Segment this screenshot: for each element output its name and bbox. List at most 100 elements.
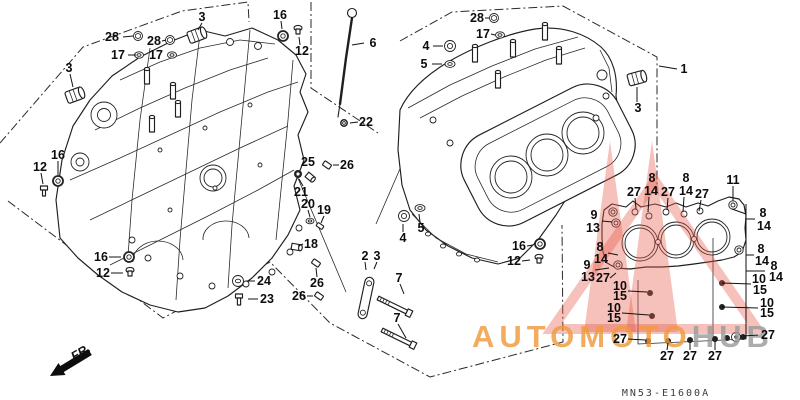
block-studs bbox=[471, 21, 563, 89]
callout-label-9: 9 bbox=[591, 208, 598, 222]
callout-label-26: 26 bbox=[292, 289, 306, 303]
leader-line bbox=[418, 213, 421, 223]
drain-washer-icon bbox=[232, 275, 244, 287]
o-ring-icon bbox=[123, 251, 135, 263]
callout-label-26: 26 bbox=[310, 276, 324, 290]
collar-icon bbox=[290, 242, 303, 252]
callout-label-15: 15 bbox=[613, 289, 627, 303]
callout-label-4: 4 bbox=[423, 39, 430, 53]
leader-line bbox=[609, 272, 617, 279]
cylinder-bores bbox=[489, 111, 605, 199]
plain-washer-icon bbox=[444, 60, 456, 68]
callout-label-27: 27 bbox=[708, 349, 722, 363]
leader-line bbox=[298, 36, 301, 46]
leader-line bbox=[658, 65, 678, 70]
mount-bushing-icon bbox=[64, 86, 86, 104]
leader-line bbox=[197, 22, 203, 31]
head-gasket-detail bbox=[601, 196, 747, 345]
callout-label-16: 16 bbox=[512, 239, 526, 253]
callout-label-12: 12 bbox=[96, 266, 110, 280]
callout-label-25: 25 bbox=[301, 155, 315, 169]
callout-label-10: 10 bbox=[607, 301, 621, 315]
callout-label-27: 27 bbox=[596, 271, 610, 285]
o-ring-icon bbox=[52, 175, 64, 187]
leader-line bbox=[601, 220, 613, 223]
rubber-grommet-icon bbox=[534, 253, 544, 264]
plain-washer-icon bbox=[414, 204, 426, 212]
callout-label-12: 12 bbox=[507, 254, 521, 268]
callout-label-11: 11 bbox=[726, 173, 739, 187]
callout-label-27: 27 bbox=[761, 328, 775, 342]
rubber-grommet-icon bbox=[39, 185, 49, 197]
leader-line bbox=[627, 338, 646, 341]
callout-label-23: 23 bbox=[260, 292, 274, 306]
callout-label-27: 27 bbox=[661, 185, 675, 199]
leader-line bbox=[69, 73, 74, 88]
leader-line bbox=[161, 39, 167, 42]
callout-label-13: 13 bbox=[586, 221, 600, 235]
leader-line bbox=[315, 267, 318, 278]
o-ring-icon bbox=[277, 30, 289, 42]
callout-label-28: 28 bbox=[105, 30, 119, 44]
callout-label-27: 27 bbox=[613, 332, 627, 346]
sealing-washer-icon bbox=[167, 51, 177, 59]
callout-label-8: 8 bbox=[760, 206, 767, 220]
callout-label-27: 27 bbox=[695, 187, 709, 201]
flange-bolt-icon bbox=[489, 13, 499, 23]
callout-label-12: 12 bbox=[295, 44, 309, 58]
leader-line bbox=[647, 196, 650, 213]
leader-line bbox=[682, 196, 685, 213]
leader-line bbox=[297, 243, 304, 247]
leader-line bbox=[307, 209, 311, 218]
callout-label-3: 3 bbox=[374, 249, 381, 263]
leader-line bbox=[607, 252, 619, 256]
leader-line bbox=[521, 259, 531, 262]
callout-label-26: 26 bbox=[340, 158, 354, 172]
callout-label-17: 17 bbox=[149, 48, 163, 62]
callout-label-16: 16 bbox=[273, 8, 287, 22]
oil-orifice-icon bbox=[304, 171, 316, 183]
chain-guide-link-icon bbox=[357, 276, 375, 320]
leader-line bbox=[731, 208, 747, 215]
oil-jet-icon bbox=[294, 170, 302, 178]
flange-bolt-icon bbox=[165, 35, 175, 45]
callout-label-14: 14 bbox=[679, 184, 693, 198]
watermark: AUTOMOTOHUB bbox=[472, 141, 769, 354]
drain-bolt-icon bbox=[234, 293, 244, 306]
mount-bushing-icon bbox=[626, 69, 648, 87]
crankcase-studs bbox=[143, 66, 182, 133]
rubber-grommet-icon bbox=[125, 266, 135, 277]
callout-label-16: 16 bbox=[51, 148, 65, 162]
dowel-pin-icon bbox=[311, 258, 321, 268]
callout-label-8: 8 bbox=[597, 240, 604, 254]
leader-line bbox=[594, 267, 610, 271]
dowel-pin-icon bbox=[322, 160, 332, 170]
callout-label-28: 28 bbox=[470, 11, 484, 25]
sealing-washer-icon bbox=[495, 31, 505, 39]
leader-line bbox=[397, 323, 407, 339]
crankcase-bolt-holes bbox=[128, 38, 303, 290]
sealing-plug-icon bbox=[398, 210, 410, 222]
callout-label-19: 19 bbox=[317, 203, 331, 217]
callout-label-10: 10 bbox=[613, 279, 627, 293]
leader-line bbox=[666, 197, 669, 211]
callout-label-3: 3 bbox=[199, 10, 206, 24]
leader-line bbox=[526, 244, 534, 247]
callout-label-6: 6 bbox=[370, 36, 377, 50]
leader-line bbox=[349, 121, 359, 124]
leader-line bbox=[621, 312, 650, 316]
callout-label-7: 7 bbox=[396, 271, 403, 285]
leader-line bbox=[698, 199, 702, 212]
leader-line bbox=[280, 20, 283, 30]
callout-label-8: 8 bbox=[649, 171, 656, 185]
callout-label-18: 18 bbox=[304, 237, 318, 251]
callout-label-28: 28 bbox=[147, 34, 161, 48]
plain-washer-icon bbox=[305, 217, 315, 225]
leader-line bbox=[666, 342, 669, 351]
rubber-grommet-icon bbox=[293, 24, 303, 35]
callout-label-10: 10 bbox=[760, 296, 774, 310]
callout-label-14: 14 bbox=[755, 254, 769, 268]
callout-label-14: 14 bbox=[769, 270, 783, 284]
